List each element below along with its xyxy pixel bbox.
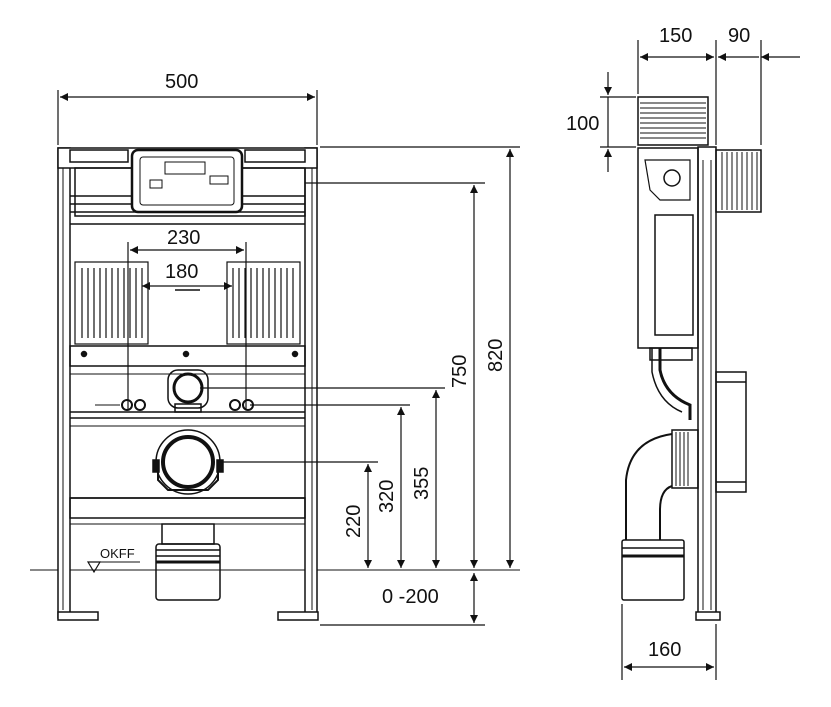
- dim-160: 160: [648, 639, 681, 661]
- actuator-box: [130, 148, 244, 214]
- front-view: [30, 147, 520, 621]
- drain-bend: [625, 433, 673, 540]
- right-upright: [304, 147, 318, 619]
- floor-label: OKFF: [100, 546, 135, 561]
- left-upright: [57, 147, 71, 619]
- cistern-ribs-left: [74, 261, 149, 345]
- drain-outlet: [161, 435, 215, 489]
- right-foot: [277, 611, 319, 621]
- side-view: [621, 96, 762, 621]
- dim-150: 150: [659, 25, 692, 47]
- dim-320: 320: [376, 480, 398, 513]
- flush-outlet: [172, 372, 204, 404]
- left-foot: [57, 611, 99, 621]
- dim-foot-adjust: 0 -200: [382, 586, 439, 608]
- dim-220: 220: [343, 505, 365, 538]
- dim-100: 100: [566, 113, 599, 135]
- dim-355: 355: [411, 467, 433, 500]
- water-connection-right: [229, 399, 241, 411]
- water-connection-left: [121, 399, 133, 411]
- middle-rail: [69, 345, 306, 367]
- floor-marker: OKFF: [86, 546, 140, 574]
- dim-230: 230: [167, 227, 200, 249]
- cistern-ribs-right: [226, 261, 301, 345]
- cistern-top-block: [637, 96, 709, 146]
- side-waste-pipe: [621, 539, 685, 601]
- dim-820: 820: [485, 339, 507, 372]
- dim-180: 180: [165, 261, 198, 283]
- lower-rail: [69, 497, 306, 519]
- dim-750: 750: [449, 355, 471, 388]
- dim-500: 500: [165, 71, 198, 93]
- dim-90: 90: [728, 25, 750, 47]
- cistern-body: [637, 147, 699, 349]
- side-ribs: [715, 149, 762, 213]
- side-frame: [697, 146, 717, 618]
- waste-pipe: [155, 543, 221, 601]
